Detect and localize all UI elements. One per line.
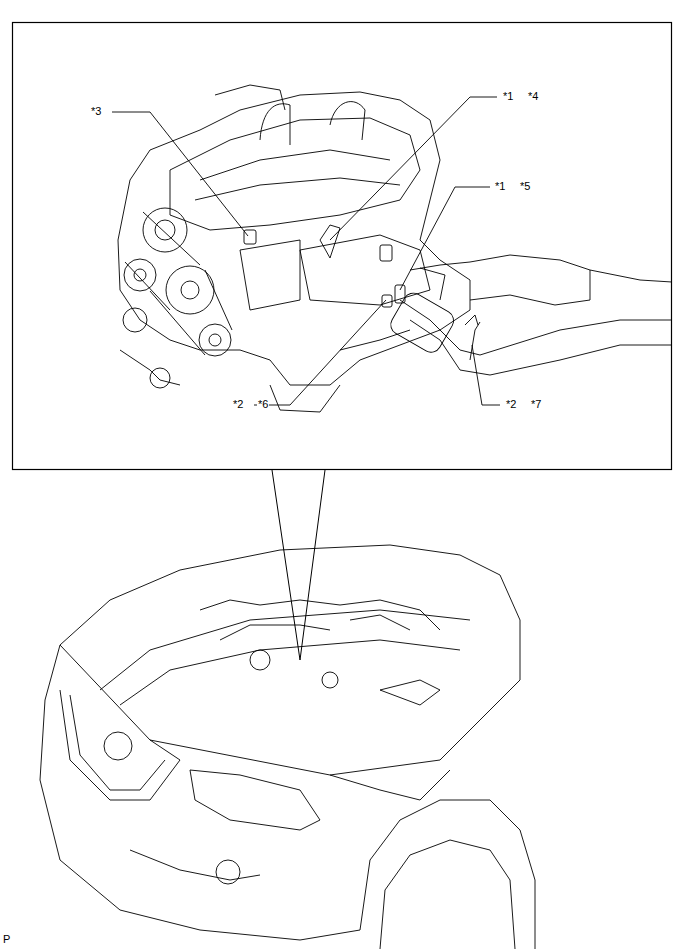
callout-number: *7: [530, 398, 542, 411]
callout-number: *2: [232, 398, 244, 411]
callout-number: *6: [257, 398, 269, 411]
callout-number: *4: [527, 90, 539, 103]
callout-number: *5: [519, 180, 531, 193]
leader-lines: [112, 97, 500, 405]
callout-number: *1: [494, 180, 506, 193]
callout-number: *2: [505, 398, 517, 411]
callout-number: *1: [502, 90, 514, 103]
page-mark: P: [2, 933, 11, 946]
zoom-lines: [272, 470, 325, 660]
engine-drawing: [118, 85, 672, 412]
callout-number: *3: [90, 105, 102, 118]
vehicle-drawing: [40, 545, 535, 949]
detail-frame: [13, 23, 672, 470]
